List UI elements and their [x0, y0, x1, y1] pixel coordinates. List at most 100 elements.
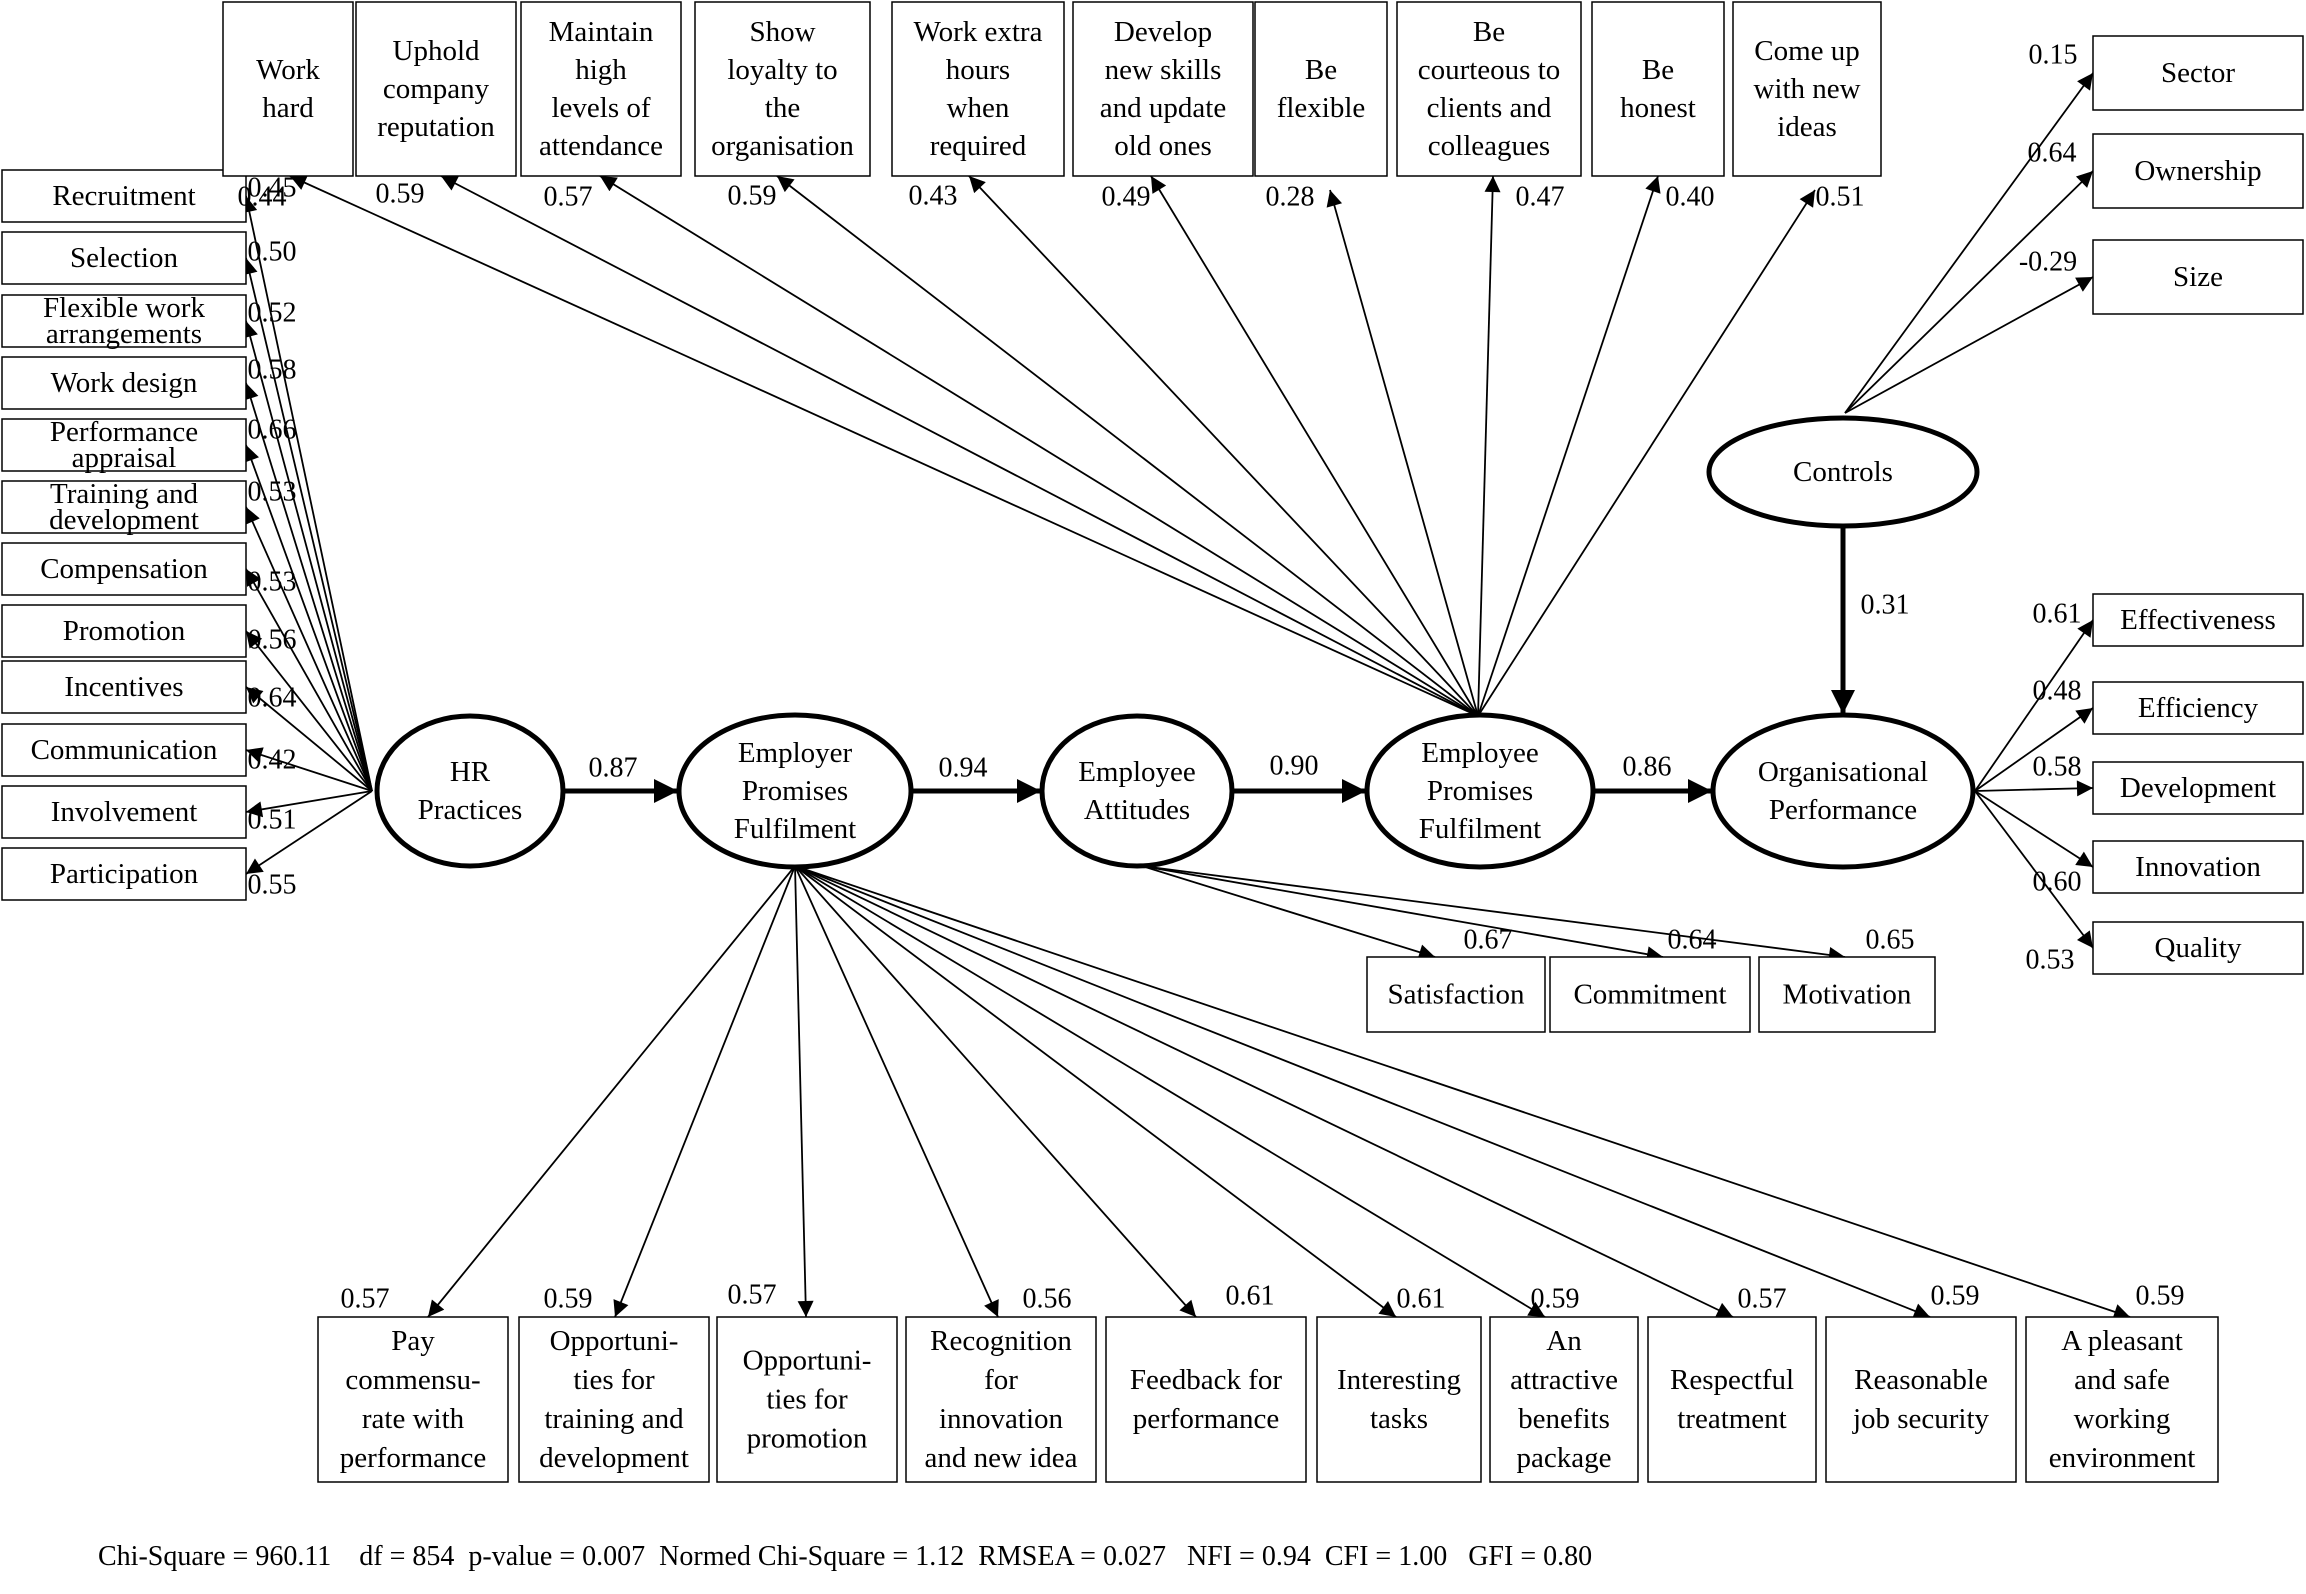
employee-promise-be-honest-frame — [1591, 1, 1725, 177]
employee-promise-develop-new-skills-and-update-old-ones-line: and update — [1100, 92, 1226, 124]
attitude-satisfaction-line: Satisfaction — [1388, 979, 1525, 1011]
employee-promise-show-loyalty-to-the-organisation-path — [776, 175, 1479, 717]
employer-promise-a-pleasant-and-safe-working-environment-path — [794, 865, 2131, 1320]
attitude-motivation: Motivation — [1758, 956, 1936, 1033]
hr-indicator-participation-path — [245, 790, 373, 875]
hr-indicator-selection-path — [241, 257, 373, 792]
employee-promise-be-honest-line: Be — [1642, 54, 1674, 86]
employee-promise-work-hard-loading: 0.44 — [238, 182, 287, 213]
employer-promise-interesting-tasks-loading: 0.61 — [1397, 1284, 1446, 1315]
attitude-commitment: Commitment — [1549, 956, 1751, 1033]
path-lines — [241, 72, 2131, 1320]
hr-indicator-selection-frame — [1, 231, 247, 285]
employer-promise-opportuni-ties-for-promotion-loading: 0.57 — [728, 1280, 777, 1311]
control-ownership-path — [1844, 170, 2094, 414]
employee-promise-work-hard-frame — [222, 1, 354, 177]
employer-promise-opportuni-ties-for-promotion-frame — [716, 1316, 898, 1483]
employee-promise-uphold-company-reputation-line: reputation — [377, 111, 495, 143]
performance-quality-path — [1974, 790, 2094, 949]
hr-indicator-promotion-loading: 0.56 — [248, 625, 297, 656]
control-sector-path — [1844, 72, 2094, 414]
latent-organisational-performance-shape — [1710, 712, 1976, 870]
employee-promise-uphold-company-reputation-line: Uphold — [393, 35, 481, 67]
performance-quality-loading: 0.53 — [2026, 945, 2075, 976]
employer-promise-pay-commensu-rate-with-performance-line: performance — [340, 1442, 487, 1474]
employee-promise-be-honest-path — [1477, 175, 1661, 717]
employer-promise-respectful-treatment-loading: 0.57 — [1738, 1284, 1787, 1315]
employer-promise-opportuni-ties-for-training-and-development-frame — [518, 1316, 710, 1483]
employer-promise-opportuni-ties-for-promotion-path — [794, 865, 814, 1318]
hr-indicator-training-and-development-line: Training and — [50, 478, 198, 510]
performance-effectiveness: Effectiveness — [2092, 593, 2304, 647]
employer-promise-opportuni-ties-for-training-and-development-line: development — [539, 1442, 689, 1474]
employee-promise-be-honest-line: honest — [1620, 92, 1696, 124]
employee-promise-maintain-high-levels-of-attendance-line: Maintain — [549, 16, 654, 48]
hr-indicator-compensation-frame — [1, 542, 247, 596]
hr-indicator-communication-frame — [1, 723, 247, 777]
employee-promise-be-courteous-to-clients-and-colleagues-loading: 0.47 — [1516, 182, 1565, 213]
hr-indicator-training-and-development-frame — [1, 480, 247, 534]
employee-promise-maintain-high-levels-of-attendance-line: high — [575, 54, 627, 86]
employee-promise-uphold-company-reputation-loading: 0.59 — [376, 179, 425, 210]
structural-path-employer-promises-fulfilment-to-employee-attitudes-coefficient: 0.94 — [939, 753, 988, 784]
performance-development-path — [1974, 780, 2094, 797]
employer-promise-respectful-treatment-line: treatment — [1677, 1403, 1787, 1435]
employee-promise-work-extra-hours-when-required-line: required — [930, 130, 1027, 162]
employer-promise-recognition-for-innovation-and-new-idea-path — [794, 865, 999, 1318]
employee-promise-maintain-high-levels-of-attendance-path — [599, 175, 1479, 717]
performance-innovation-frame — [2092, 840, 2304, 894]
employer-promise-opportuni-ties-for-promotion-line: ties for — [766, 1384, 848, 1416]
hr-indicator-incentives: Incentives — [1, 660, 247, 714]
employee-promise-maintain-high-levels-of-attendance-frame — [520, 1, 682, 177]
employee-promise-develop-new-skills-and-update-old-ones-line: new skills — [1105, 54, 1222, 86]
control-ownership-loading: 0.64 — [2028, 138, 2077, 169]
hr-indicator-performance-appraisal-line: appraisal — [72, 442, 177, 474]
control-sector: Sector — [2092, 35, 2304, 111]
employee-promise-work-extra-hours-when-required-loading: 0.43 — [909, 181, 958, 212]
control-size-frame — [2092, 239, 2304, 315]
performance-innovation-loading: 0.60 — [2033, 867, 2082, 898]
performance-quality-frame — [2092, 921, 2304, 975]
employee-promise-come-up-with-new-ideas-path — [1477, 189, 1816, 717]
employer-promise-an-attractive-benefits-package-frame — [1489, 1316, 1639, 1483]
hr-indicator-recruitment: Recruitment — [1, 169, 247, 223]
performance-effectiveness-line: Effectiveness — [2120, 604, 2276, 636]
employee-promise-come-up-with-new-ideas-line: with new — [1753, 73, 1860, 105]
latent-employee-promises-fulfilment-line: Employee — [1421, 737, 1539, 769]
latent-controls-shape — [1706, 415, 1980, 529]
hr-indicator-flexible-work-arrangements-path — [242, 320, 373, 792]
structural-path-employee-promises-fulfilment-to-organisational-performance-coefficient: 0.86 — [1623, 752, 1672, 783]
employer-promise-recognition-for-innovation-and-new-idea-line: innovation — [939, 1403, 1064, 1435]
hr-indicator-work-design-loading: 0.58 — [248, 355, 297, 386]
control-sector-loading: 0.15 — [2029, 40, 2078, 71]
performance-efficiency-frame — [2092, 681, 2304, 735]
hr-indicator-compensation: Compensation — [1, 542, 247, 596]
attitude-motivation-line: Motivation — [1783, 979, 1912, 1011]
employer-promise-reasonable-job-security-path — [794, 865, 1931, 1319]
attitude-motivation-path — [1141, 865, 1846, 963]
employer-promise-interesting-tasks-path — [794, 865, 1397, 1318]
employee-promise-maintain-high-levels-of-attendance-loading: 0.57 — [544, 182, 593, 213]
employee-promise-show-loyalty-to-the-organisation-line: Show — [749, 16, 815, 48]
employer-promise-an-attractive-benefits-package-path — [794, 865, 1546, 1318]
hr-indicator-performance-appraisal-path — [243, 444, 373, 792]
hr-indicator-compensation-line: Compensation — [40, 553, 208, 585]
employer-promise-feedback-for-performance-path — [794, 865, 1197, 1318]
latent-employee-promises-fulfilment-line: Fulfilment — [1419, 813, 1541, 845]
employer-promise-a-pleasant-and-safe-working-environment-line: working — [2074, 1403, 2171, 1435]
employer-promise-opportuni-ties-for-promotion-line: promotion — [747, 1423, 868, 1455]
employee-promise-be-flexible-path — [1326, 189, 1479, 717]
latent-employee-attitudes-line: Employee — [1078, 756, 1196, 788]
hr-indicator-promotion-path — [245, 630, 373, 792]
attitude-commitment-loading: 0.64 — [1668, 925, 1717, 956]
